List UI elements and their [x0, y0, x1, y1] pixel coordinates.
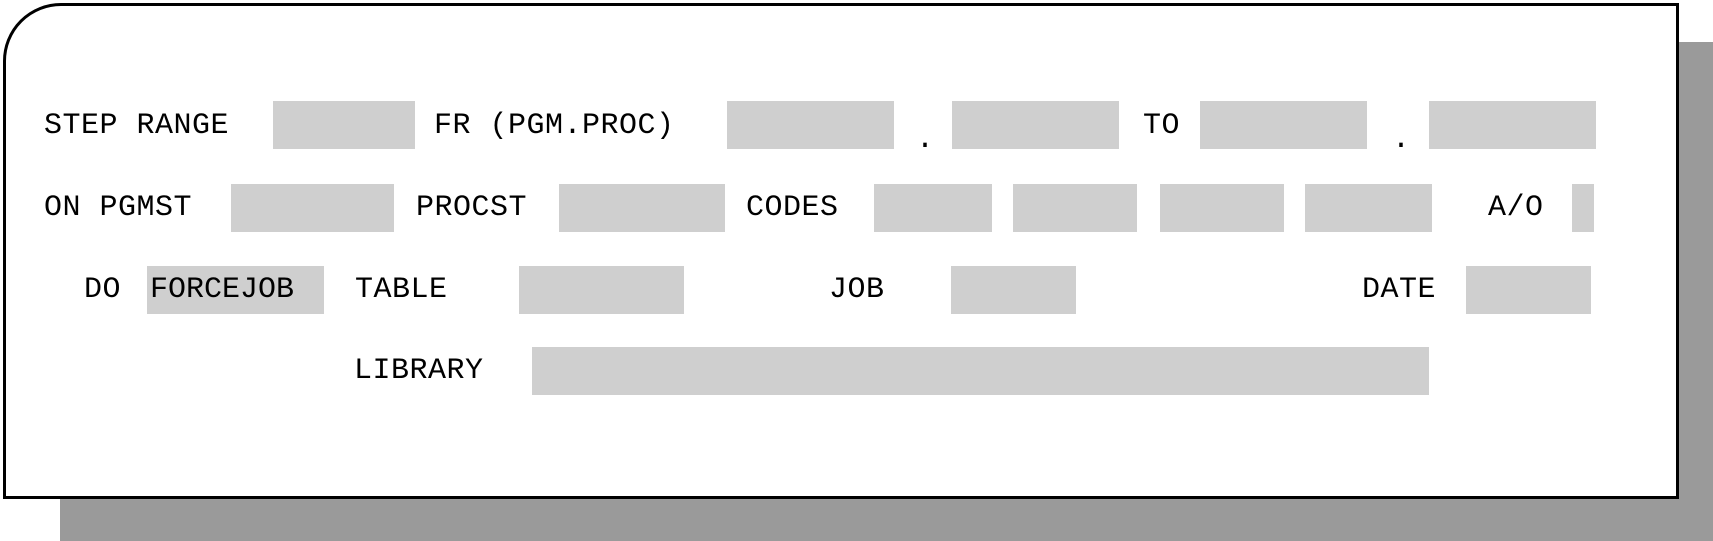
fr-dot-separator: . [916, 123, 935, 157]
do-label: DO [84, 273, 122, 307]
date-field[interactable] [1466, 266, 1591, 314]
job-label: JOB [829, 273, 885, 307]
codes-field-4[interactable] [1305, 184, 1432, 232]
to-pgm-field[interactable] [1200, 101, 1367, 149]
fr-proc-field[interactable] [952, 101, 1119, 149]
date-label: DATE [1362, 273, 1437, 307]
codes-field-1[interactable] [874, 184, 992, 232]
table-field[interactable] [519, 266, 684, 314]
table-label: TABLE [355, 273, 448, 307]
job-field[interactable] [951, 266, 1076, 314]
do-action-field[interactable]: FORCEJOB [147, 266, 324, 314]
ao-field[interactable] [1572, 184, 1594, 232]
codes-field-2[interactable] [1013, 184, 1137, 232]
to-dot-separator: . [1392, 123, 1411, 157]
ao-label: A/O [1488, 191, 1544, 225]
on-pgmst-label: ON PGMST [44, 191, 193, 225]
library-label: LIBRARY [354, 354, 484, 388]
fr-pgm-proc-label: FR (PGM.PROC) [434, 109, 675, 143]
codes-field-3[interactable] [1160, 184, 1284, 232]
do-forcejob-panel [3, 3, 1679, 499]
to-label: TO [1143, 109, 1181, 143]
to-proc-field[interactable] [1429, 101, 1596, 149]
library-field[interactable] [532, 347, 1429, 395]
step-range-field[interactable] [273, 101, 415, 149]
step-range-label: STEP RANGE [44, 109, 230, 143]
pgmst-field[interactable] [231, 184, 394, 232]
codes-label: CODES [746, 191, 839, 225]
fr-pgm-field[interactable] [727, 101, 894, 149]
procst-label: PROCST [416, 191, 528, 225]
procst-field[interactable] [559, 184, 725, 232]
